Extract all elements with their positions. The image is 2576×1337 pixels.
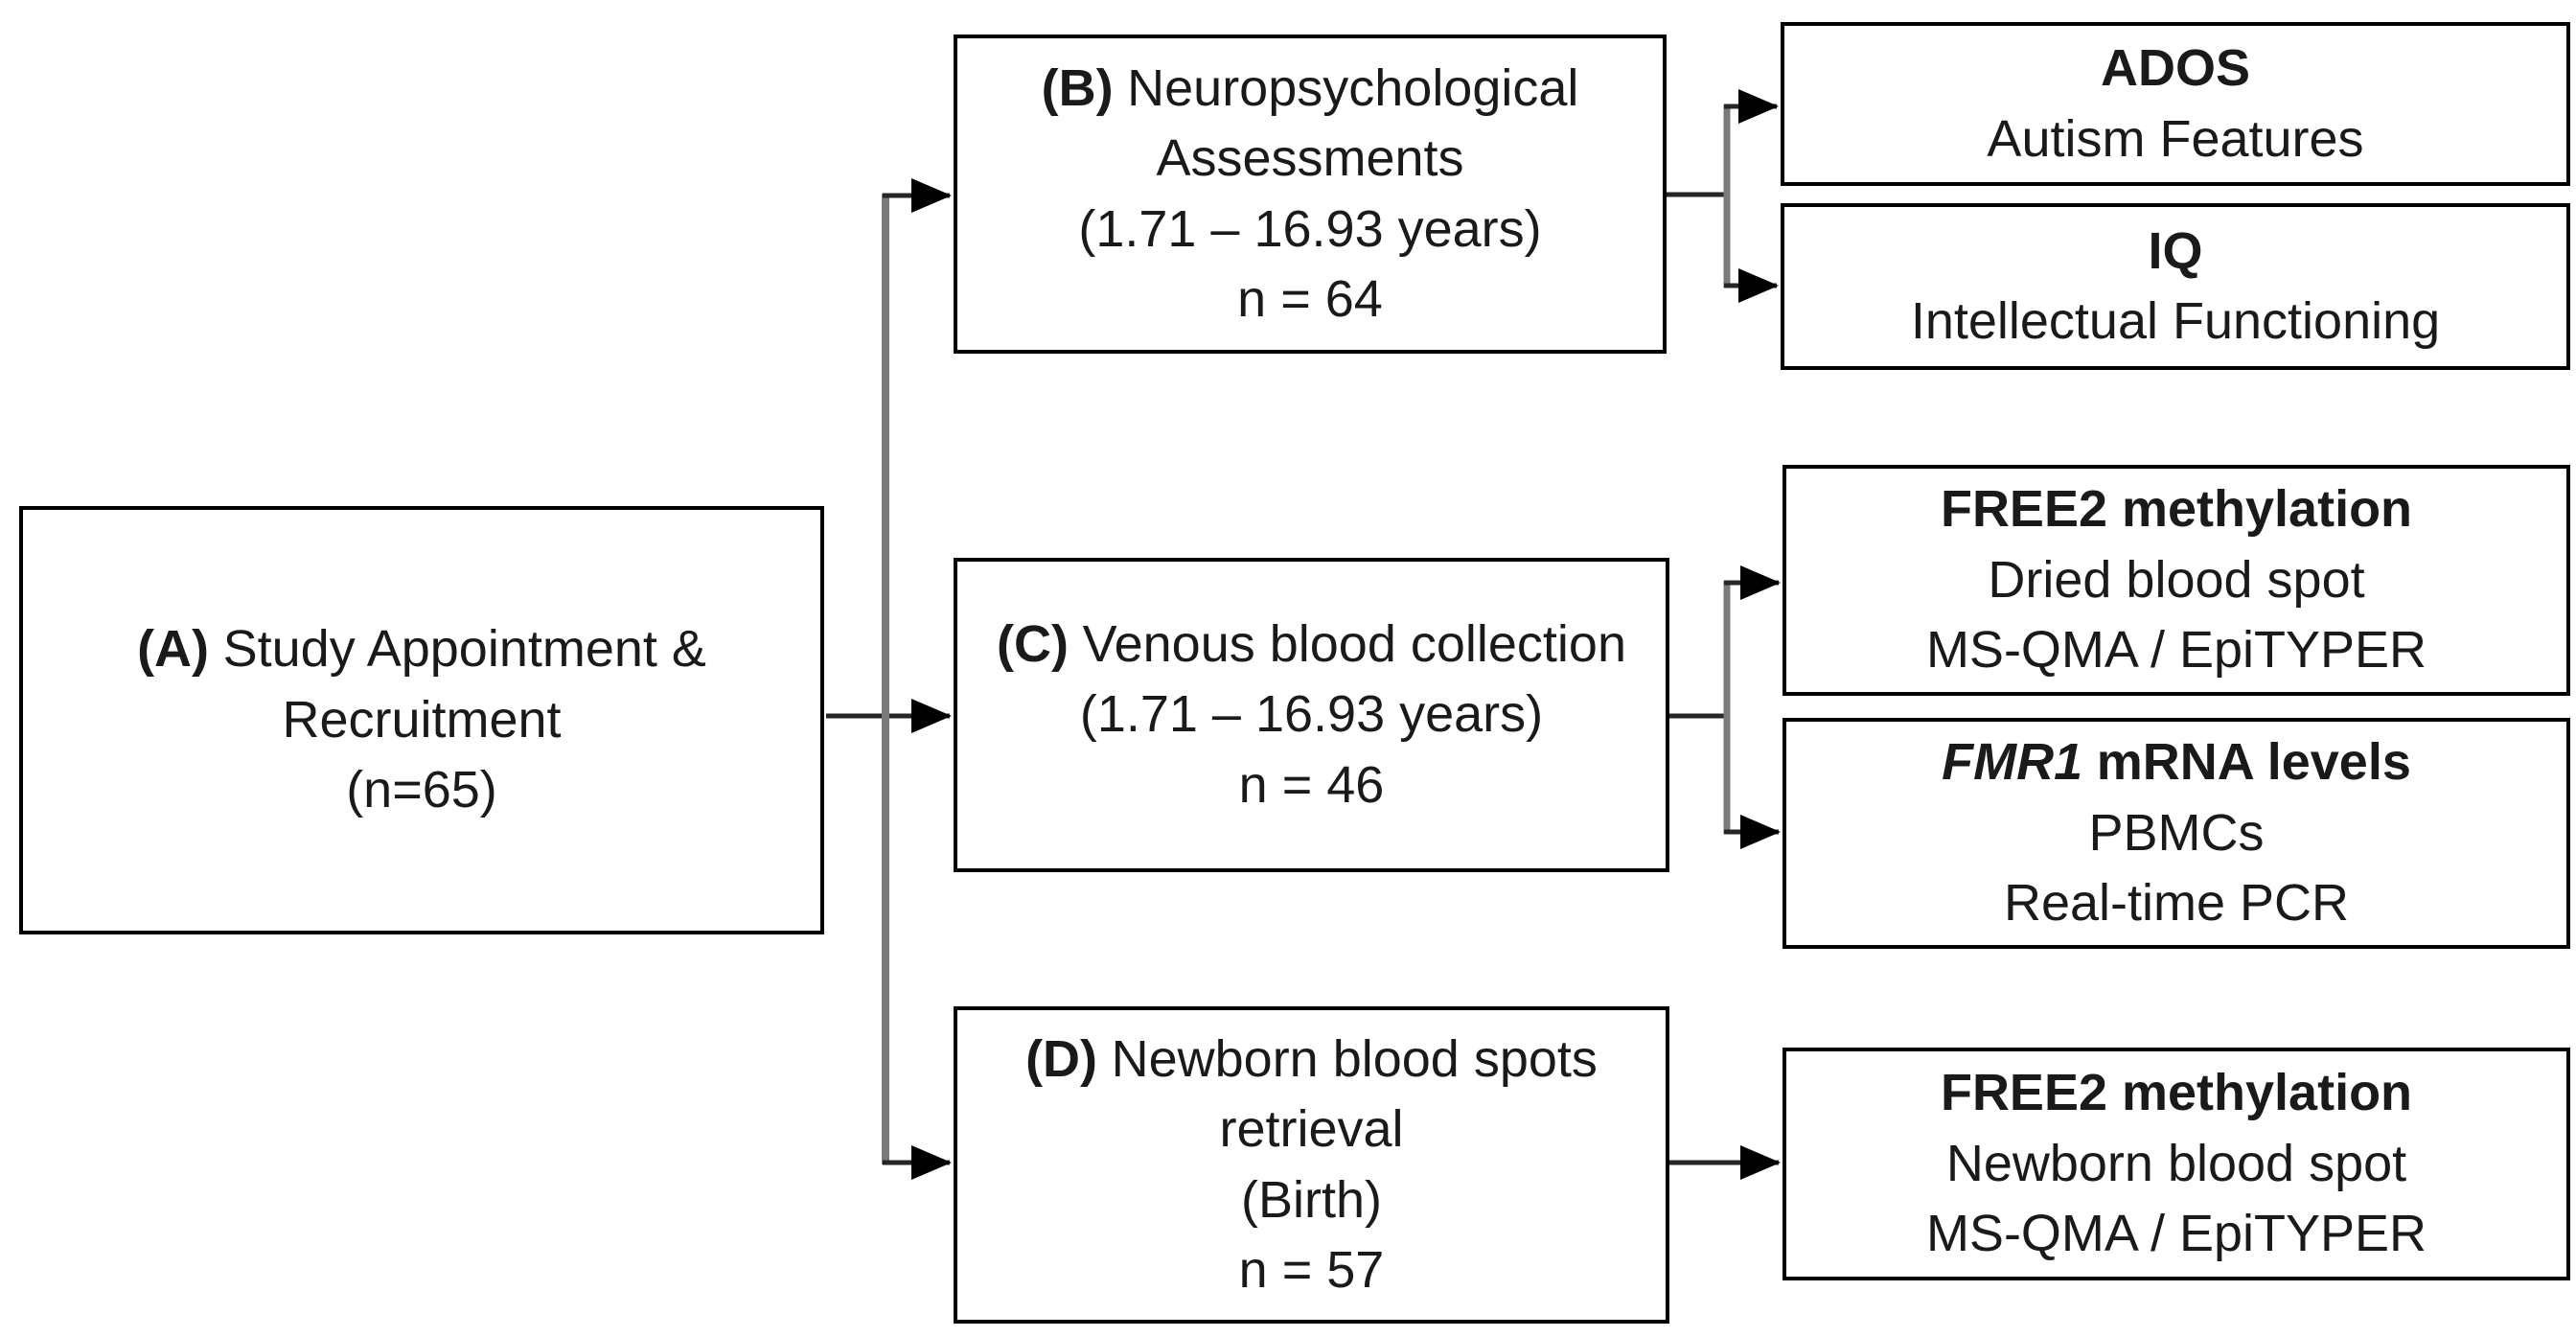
box-d-newborn-blood-spots-retrieval: (D)Newborn blood spots retrieval (Birth)… <box>954 1006 1669 1324</box>
free2-newborn-method: MS-QMA / EpiTYPER <box>1925 1205 2427 1263</box>
box-a-title: (A)Study Appointment & <box>137 614 706 684</box>
box-b-age-range: (1.71 – 16.93 years) <box>1078 199 1542 258</box>
fmr1-method: Real-time PCR <box>2003 874 2350 933</box>
box-c-title: (C)Venous blood collection <box>997 610 1626 680</box>
free2-newborn-title: FREE2 methylation <box>1940 1064 2413 1122</box>
box-d-line2: retrieval <box>1219 1100 1404 1159</box>
box-b-line2: Assessments <box>1156 129 1464 188</box>
iq-subtitle: Intellectual Functioning <box>1910 292 2441 350</box>
box-b-title-text: Neuropsychological <box>1127 58 1579 117</box>
box-a-study-recruitment: (A)Study Appointment & Recruitment (n=65… <box>19 506 824 934</box>
ados-title: ADOS <box>2100 39 2250 98</box>
box-c-venous-blood-collection: (C)Venous blood collection (1.71 – 16.93… <box>954 558 1669 872</box>
box-d-title: (D)Newborn blood spots <box>1025 1025 1598 1095</box>
fmr1-sample: PBMCs <box>2088 803 2265 862</box>
box-c-age-range: (1.71 – 16.93 years) <box>1079 685 1544 744</box>
box-b-title: (B)Neuropsychological <box>1042 54 1579 124</box>
box-d-timepoint: (Birth) <box>1241 1170 1382 1229</box>
box-free2-methylation-newborn-blood-spot: FREE2 methylation Newborn blood spot MS-… <box>1782 1048 2570 1280</box>
free2-venous-title: FREE2 methylation <box>1940 480 2413 539</box>
box-b-neuropsych-assessments: (B)Neuropsychological Assessments (1.71 … <box>954 35 1667 354</box>
box-free2-methylation-dried-blood-spot: FREE2 methylation Dried blood spot MS-QM… <box>1782 465 2570 696</box>
box-b-label: (B) <box>1041 58 1114 117</box>
box-c-label: (C) <box>997 614 1069 673</box>
box-d-title-text: Newborn blood spots <box>1111 1029 1598 1088</box>
fmr1-title-rest: mRNA levels <box>2096 733 2411 792</box>
box-d-n-count: n = 57 <box>1238 1240 1385 1299</box>
box-a-label: (A) <box>137 620 210 679</box>
box-b-n-count: n = 64 <box>1237 269 1383 328</box>
fmr1-gene-name: FMR1 <box>1942 733 2083 792</box>
box-iq-intellectual-functioning: IQ Intellectual Functioning <box>1781 203 2570 370</box>
box-c-n-count: n = 46 <box>1238 755 1385 814</box>
iq-title: IQ <box>2148 221 2203 280</box>
box-a-line2: Recruitment <box>282 690 562 749</box>
box-a-n-count: (n=65) <box>346 761 497 819</box>
ados-subtitle: Autism Features <box>1987 109 2364 168</box>
box-d-label: (D) <box>1025 1029 1098 1088</box>
free2-venous-sample: Dried blood spot <box>1988 550 2365 609</box>
free2-newborn-sample: Newborn blood spot <box>1945 1134 2407 1192</box>
free2-venous-method: MS-QMA / EpiTYPER <box>1925 621 2427 680</box>
box-ados-autism-features: ADOS Autism Features <box>1781 22 2570 186</box>
box-c-title-text: Venous blood collection <box>1082 614 1626 673</box>
box-a-title-text: Study Appointment & <box>222 620 706 679</box>
